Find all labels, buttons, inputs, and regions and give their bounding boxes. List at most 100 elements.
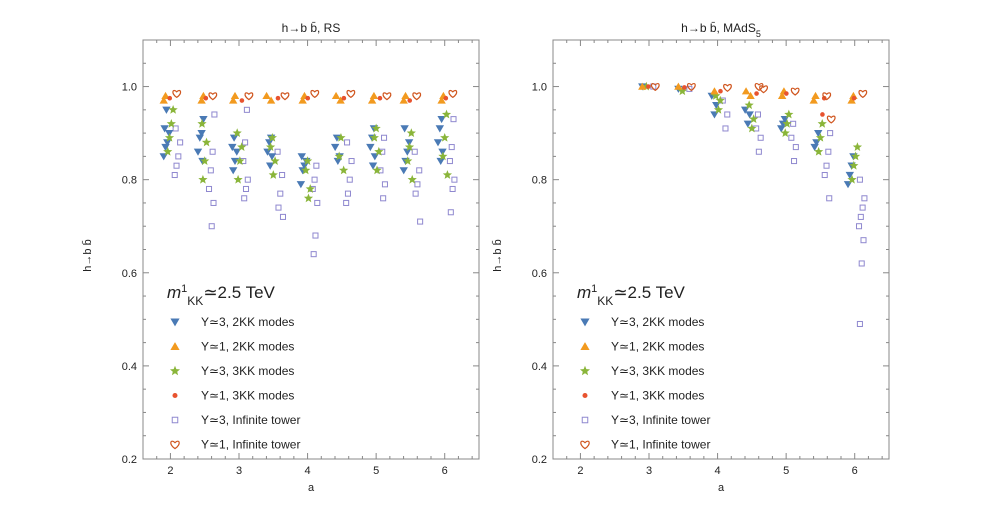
- data-point: [412, 190, 419, 197]
- data-point: [377, 95, 383, 101]
- data-point: [438, 148, 447, 156]
- data-point: [442, 170, 453, 179]
- legend-marker: [580, 342, 590, 350]
- data-point: [417, 218, 424, 225]
- data-point: [815, 132, 826, 142]
- data-point: [406, 128, 416, 138]
- data-point: [233, 174, 243, 184]
- data-point: [446, 158, 453, 165]
- data-point: [228, 143, 237, 152]
- data-point: [443, 95, 449, 101]
- data-point: [724, 111, 731, 118]
- data-point: [275, 204, 282, 211]
- data-point: [244, 176, 251, 183]
- legend-entry: Y≃1, 3KK modes: [582, 389, 704, 403]
- y-tick-label: 0.6: [122, 268, 137, 280]
- data-point: [441, 109, 452, 119]
- legend-marker: [172, 392, 178, 399]
- data-point: [331, 91, 341, 100]
- data-point: [239, 98, 245, 103]
- data-point: [437, 96, 446, 104]
- data-point: [407, 98, 413, 103]
- data-point: [274, 148, 281, 155]
- data-point: [336, 132, 346, 142]
- data-point: [718, 88, 723, 94]
- data-point: [723, 83, 732, 92]
- data-point: [265, 162, 275, 170]
- data-point: [777, 91, 787, 100]
- data-point: [682, 85, 687, 90]
- series-square-open: [650, 83, 868, 328]
- data-point: [715, 95, 725, 105]
- legend-marker: [170, 318, 180, 327]
- data-point: [200, 156, 210, 165]
- data-point: [160, 125, 169, 133]
- legend-entry: Y≃3, 3KK modes: [579, 364, 704, 378]
- data-point: [448, 144, 455, 151]
- data-point: [403, 148, 412, 156]
- data-point: [722, 125, 729, 132]
- legend-heading: m1KK≃2.5 TeV: [167, 283, 276, 308]
- data-point: [242, 139, 249, 146]
- data-point: [449, 185, 456, 192]
- data-point: [436, 157, 445, 166]
- data-point: [744, 100, 754, 110]
- x-tick-label: 5: [373, 465, 379, 477]
- data-point: [279, 171, 286, 179]
- data-point: [741, 87, 751, 95]
- data-point: [686, 85, 693, 92]
- data-point: [208, 223, 215, 230]
- data-point: [177, 139, 184, 146]
- x-tick-label: 5: [783, 465, 789, 477]
- data-point: [855, 223, 863, 230]
- series-heart-open: [172, 89, 458, 101]
- data-point: [305, 184, 315, 193]
- data-point: [230, 91, 240, 100]
- data-point: [195, 134, 205, 142]
- data-point: [416, 167, 423, 174]
- data-point: [229, 167, 238, 175]
- data-point: [268, 170, 278, 179]
- legend-label: Y≃1, Infinite tower: [611, 438, 710, 452]
- data-point: [263, 148, 272, 156]
- data-point: [343, 199, 350, 206]
- data-point: [858, 260, 865, 267]
- data-point: [198, 174, 208, 184]
- data-point: [749, 114, 759, 124]
- y-axis-label: h→b b̄: [491, 239, 504, 271]
- data-point: [851, 151, 861, 161]
- data-point: [175, 153, 182, 160]
- legend-marker: [171, 416, 179, 424]
- data-point: [297, 153, 306, 161]
- data-point: [334, 151, 344, 161]
- data-point: [167, 95, 173, 101]
- series-square-open: [171, 106, 458, 258]
- data-point: [348, 158, 355, 165]
- data-point: [638, 82, 647, 90]
- data-point: [645, 84, 651, 89]
- data-point: [346, 89, 356, 99]
- data-point: [845, 171, 855, 180]
- data-point: [229, 96, 238, 104]
- data-point: [296, 181, 306, 189]
- chart-title: h→b b̄, RS: [282, 21, 341, 35]
- data-point: [713, 105, 724, 114]
- data-point: [400, 125, 409, 133]
- legend-entry: Y≃1, Infinite tower: [170, 438, 300, 452]
- data-point: [336, 96, 345, 104]
- data-point: [164, 132, 175, 142]
- data-point: [280, 92, 290, 101]
- data-point: [205, 185, 213, 192]
- legend-label: Y≃1, 3KK modes: [201, 389, 294, 403]
- data-point: [193, 148, 203, 156]
- x-tick-label: 3: [646, 465, 652, 477]
- data-point: [265, 139, 274, 147]
- data-point: [235, 156, 245, 165]
- data-point: [814, 146, 824, 156]
- data-point: [368, 162, 378, 170]
- data-point: [792, 144, 799, 151]
- data-point: [411, 148, 418, 155]
- data-point: [311, 176, 318, 183]
- legend-entry: Y≃3, 2KK modes: [580, 315, 704, 329]
- data-point: [369, 132, 379, 142]
